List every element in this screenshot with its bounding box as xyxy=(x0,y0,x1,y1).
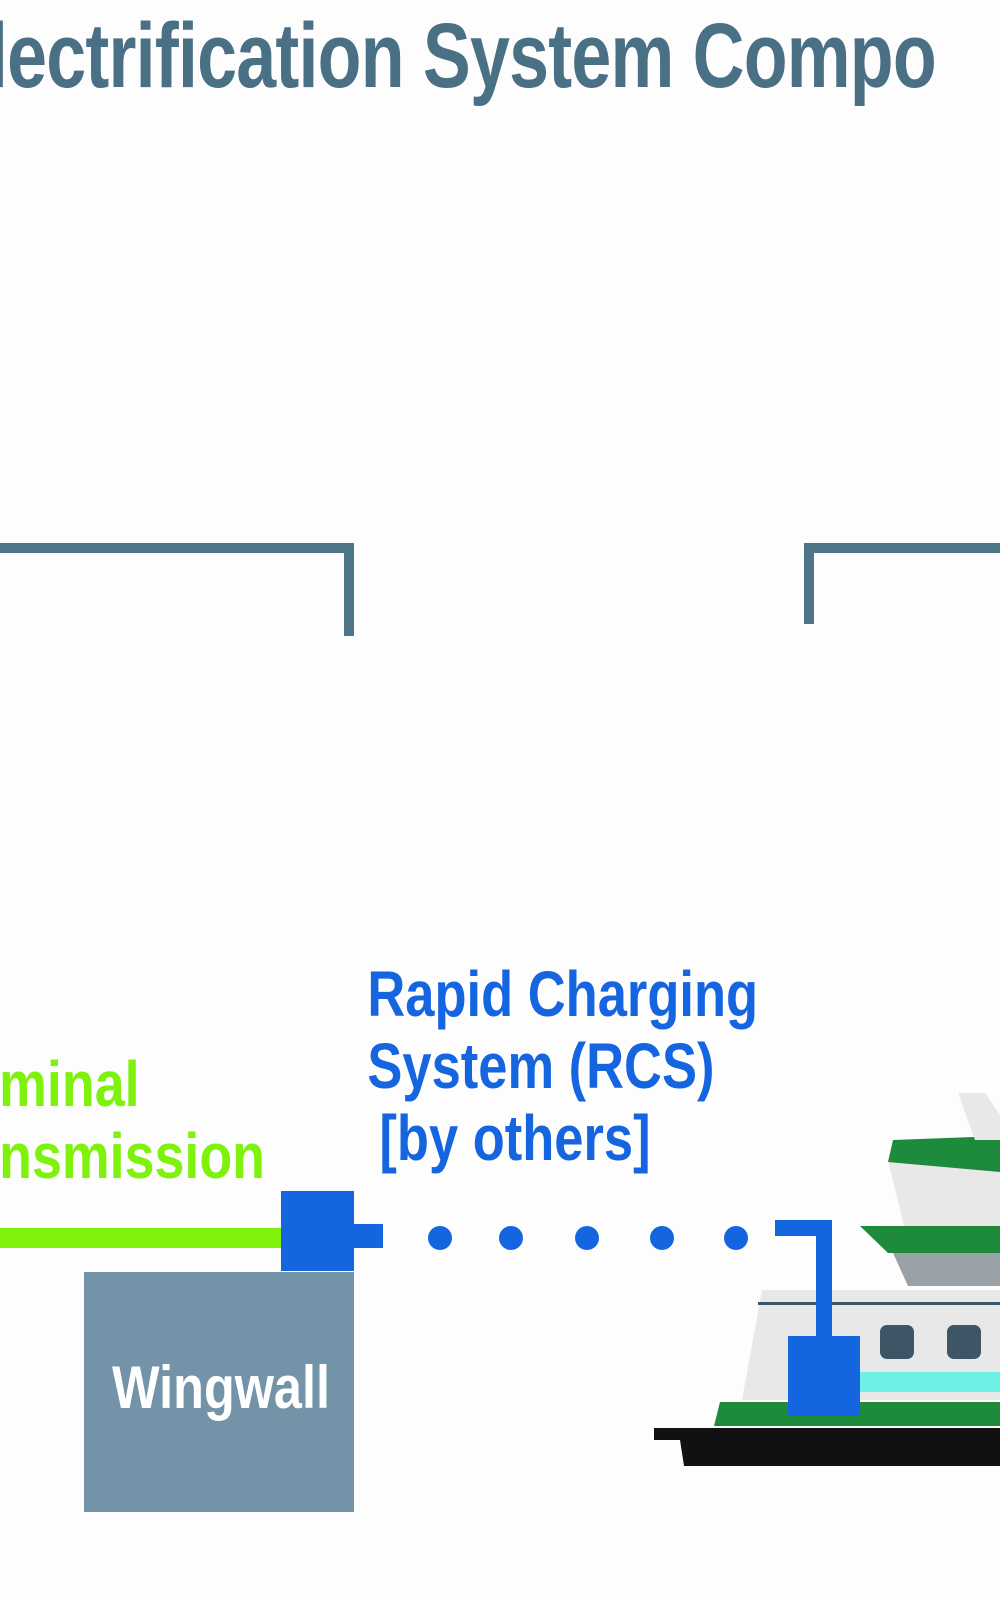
terminal-transmission-line xyxy=(0,1228,290,1248)
ferry-deck-line xyxy=(758,1302,1000,1305)
ferry-window-2 xyxy=(947,1325,981,1359)
right-bracket xyxy=(804,543,1000,624)
shore-connector-stub xyxy=(350,1224,383,1248)
ferry-grey-band xyxy=(893,1253,1000,1286)
ferry-top-stripe xyxy=(888,1136,1000,1172)
rcs-label-line-3: [by others] xyxy=(379,1102,651,1174)
ferry-hull xyxy=(654,1428,1000,1466)
rcs-label: Rapid Charging System (RCS) [by others] xyxy=(367,958,759,1174)
link-dot xyxy=(650,1226,674,1250)
ferry-mast xyxy=(958,1093,1000,1140)
wingwall-label: Wingwall xyxy=(112,1354,330,1421)
ferry-icon xyxy=(654,1093,1000,1466)
wingwall-box xyxy=(84,1272,354,1512)
ferry-window-1 xyxy=(880,1325,914,1359)
ferry-upper-cabin xyxy=(888,1150,1000,1230)
rcs-label-line-2: System (RCS) xyxy=(367,1030,715,1102)
diagram-title: lectrification System Compo xyxy=(0,5,937,107)
link-dot xyxy=(428,1226,452,1250)
link-dot xyxy=(499,1226,523,1250)
rcs-dotted-link xyxy=(428,1226,748,1250)
link-dot xyxy=(724,1226,748,1250)
terminal-transmission-label: minal nsmission xyxy=(0,1048,265,1192)
ferry-mid-stripe xyxy=(860,1226,1000,1253)
vessel-rcs-arm xyxy=(775,1220,832,1340)
terminal-label-line-2: nsmission xyxy=(0,1120,266,1192)
left-bracket xyxy=(0,543,354,636)
shore-rcs-connector xyxy=(281,1191,354,1271)
rcs-label-line-1: Rapid Charging xyxy=(367,958,759,1030)
terminal-label-line-1: minal xyxy=(0,1048,140,1120)
link-dot xyxy=(575,1226,599,1250)
vessel-rcs-connector xyxy=(788,1336,860,1416)
ferry-cyan-band xyxy=(850,1372,1000,1392)
